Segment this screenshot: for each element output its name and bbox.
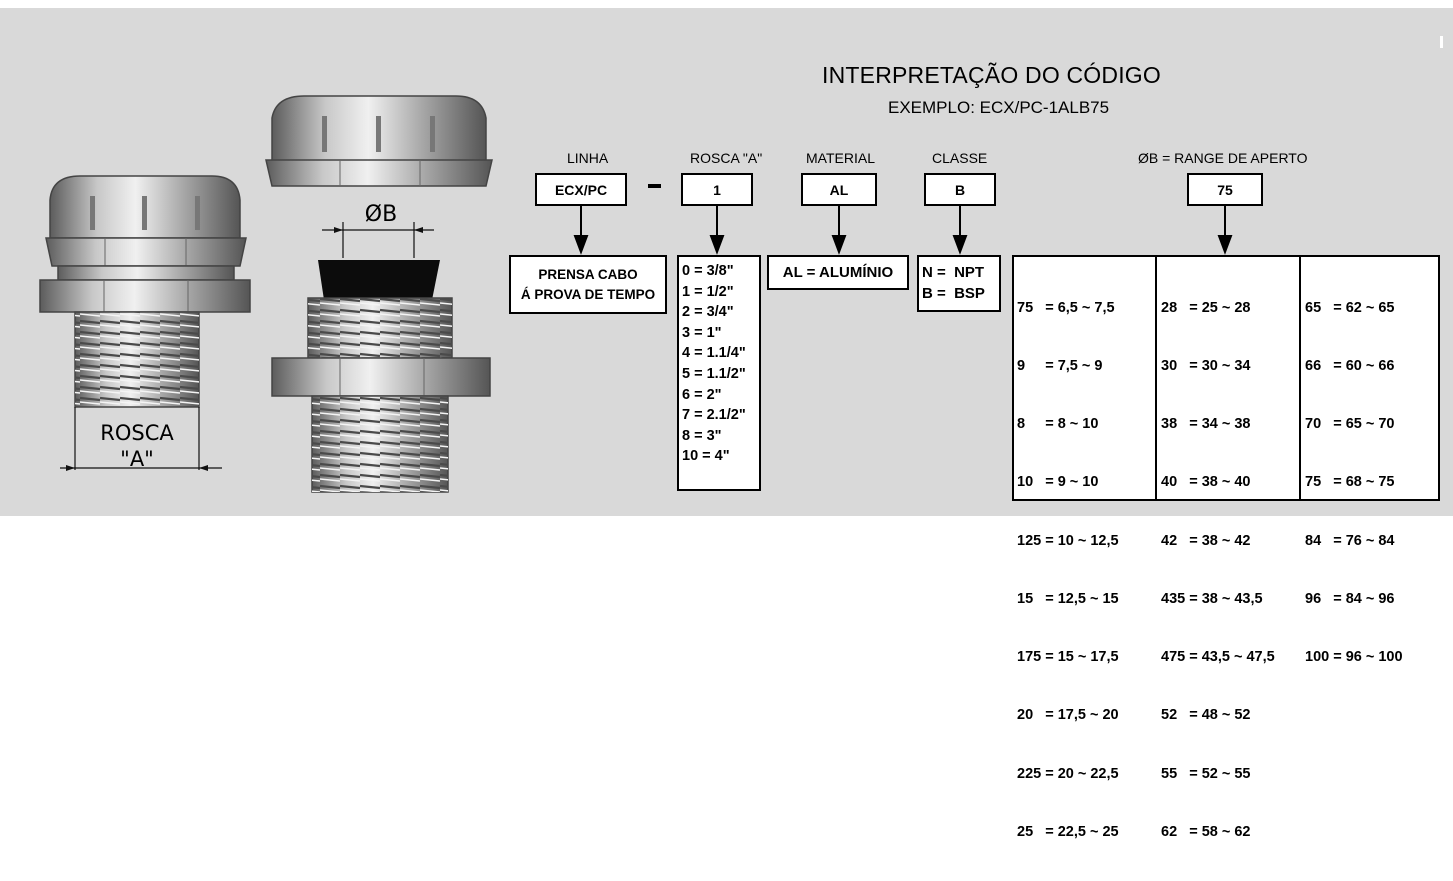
range-row: 84 = 76 ~ 84 [1305,532,1395,549]
rosca-row: 0 = 3/8" [682,263,734,279]
range-col-2: 28 = 25 ~ 28 30 = 30 ~ 34 38 = 34 ~ 38 4… [1158,260,1275,881]
page-title: INTERPRETAÇÃO DO CÓDIGO [822,62,1161,88]
range-row: 475 = 43,5 ~ 47,5 [1161,649,1275,666]
code-box-material: AL [801,173,877,206]
desc-linha-line-2: Á PROVA DE TEMPO [520,287,656,302]
desc-box-linha: PRENSA CABO Á PROVA DE TEMPO [509,255,667,314]
rosca-row: 7 = 2.1/2" [682,407,746,424]
connector-arrows [573,206,1233,255]
edge-mark [1440,36,1443,48]
label-rosca: ROSCA "A" [690,150,763,166]
range-col-3: 65 = 62 ~ 65 66 = 60 ~ 66 70 = 65 ~ 70 7… [1302,260,1403,706]
code-box-range: 75 [1187,173,1263,206]
range-row: 38 = 34 ~ 38 [1161,416,1251,433]
desc-box-classe: N = NPT B = BSP [917,255,1001,312]
code-box-linha: ECX/PC [535,173,627,206]
example-code: EXEMPLO: ECX/PC-1ALB75 [888,98,1110,117]
range-divider-2 [1299,257,1304,499]
range-row: 15 = 12,5 ~ 15 [1017,590,1119,607]
label-classe: CLASSE [932,150,988,166]
range-row: 66 = 60 ~ 66 [1305,358,1395,375]
rosca-row: 2 = 3/4" [682,304,734,321]
range-row: 40 = 38 ~ 40 [1161,474,1251,491]
range-row: 70 = 65 ~ 70 [1305,416,1395,433]
rosca-row: 3 = 1" [682,324,722,341]
rosca-table: 0 = 3/8" 1 = 1/2" 2 = 3/4" 3 = 1" 4 = 1.… [677,255,761,491]
range-row: 25 = 22,5 ~ 25 [1017,823,1119,840]
range-row: 20 = 17,5 ~ 20 [1017,707,1119,724]
range-row: 10 = 9 ~ 10 [1017,474,1099,491]
rosca-row: 6 = 2" [682,386,722,403]
range-divider-1 [1155,257,1160,499]
range-row: 55 = 52 ~ 55 [1161,765,1251,782]
range-row: 75 = 68 ~ 75 [1305,474,1395,491]
rosca-row: 1 = 1/2" [682,283,734,300]
range-row: 9 = 7,5 ~ 9 [1017,358,1103,375]
range-row: 65 = 62 ~ 65 [1305,299,1395,316]
rosca-row: 5 = 1.1/2" [682,365,746,382]
range-row: 225 = 20 ~ 22,5 [1017,765,1119,782]
range-row: 175 = 15 ~ 17,5 [1017,649,1119,666]
exploded-gland: ØB [265,95,493,493]
assembled-gland: ROSCA "A" [39,175,251,471]
range-row: 30 = 30 ~ 34 [1161,358,1251,375]
range-row: 52 = 48 ~ 52 [1161,707,1251,724]
range-row: 125 = 10 ~ 12,5 [1017,532,1119,549]
range-row: 62 = 58 ~ 62 [1161,823,1251,840]
range-row: 100 = 96 ~ 100 [1305,649,1403,666]
range-row: 42 = 38 ~ 42 [1161,532,1251,549]
range-row: 96 = 84 ~ 96 [1305,590,1395,607]
range-row: 8 = 8 ~ 10 [1017,416,1099,433]
range-row: 435 = 38 ~ 43,5 [1161,590,1263,607]
label-range: ØB = RANGE DE APERTO [1138,150,1308,166]
diameter-label: ØB [365,202,397,227]
desc-box-material: AL = ALUMÍNIO [767,255,909,290]
range-col-1: 75 = 6,5 ~ 7,5 9 = 7,5 ~ 9 8 = 8 ~ 10 10… [1014,260,1119,881]
separator-dash [648,184,661,188]
range-table: 75 = 6,5 ~ 7,5 9 = 7,5 ~ 9 8 = 8 ~ 10 10… [1012,255,1440,840]
rosca-row: 10 = 4" [682,448,730,465]
code-box-classe: B [924,173,996,206]
label-material: MATERIAL [806,150,875,166]
desc-linha-line-1: PRENSA CABO [538,267,638,282]
rosca-row: 8 = 3" [682,427,722,444]
label-linha: LINHA [567,150,609,166]
thread-label-2: "A" [120,447,154,471]
rosca-row: 4 = 1.1/4" [682,345,746,362]
thread-label-1: ROSCA [100,421,174,445]
classe-row: N = NPT [922,264,985,281]
code-box-rosca: 1 [681,173,753,206]
range-row: 28 = 25 ~ 28 [1161,299,1251,316]
classe-row: B = BSP [922,285,985,302]
cable-gland-illustration: ROSCA "A" ØB [39,95,493,493]
range-row: 75 = 6,5 ~ 7,5 [1017,299,1115,316]
